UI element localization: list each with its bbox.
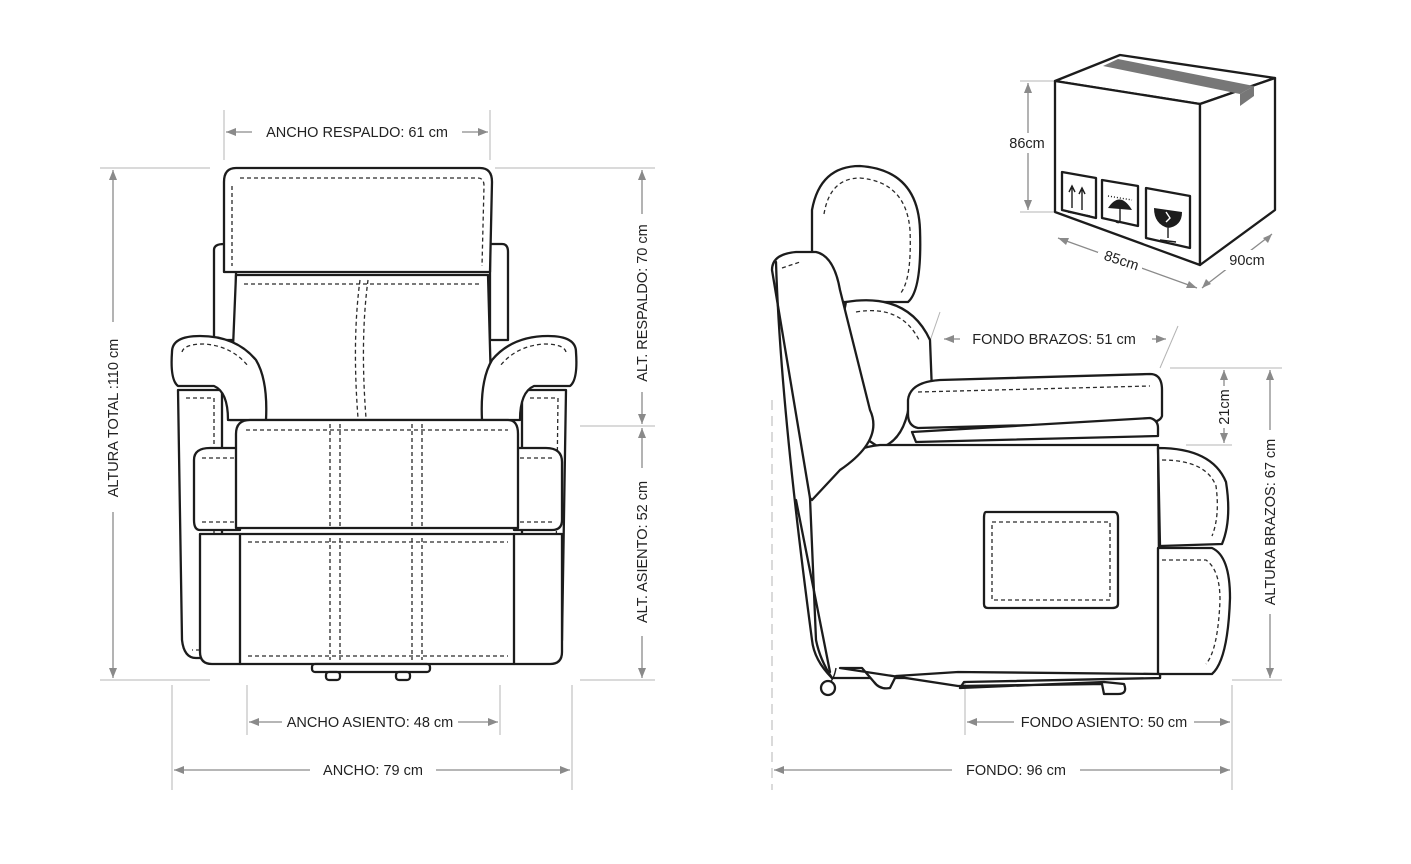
- packaging-box: [1020, 53, 1277, 289]
- this-way-up-icon: [1060, 170, 1098, 220]
- alt-respaldo-label: ALT. RESPALDO: 70 cm: [635, 224, 651, 381]
- altura-brazos-label: ALTURA BRAZOS: 67 cm: [1263, 439, 1279, 606]
- box-ancho-label: 90cm: [1229, 253, 1264, 269]
- tape: [1103, 59, 1254, 94]
- fondo-asiento-label: FONDO ASIENTO: 50 cm: [1021, 715, 1188, 731]
- keep-dry-icon: [1100, 178, 1140, 228]
- ancho-respaldo-label: ANCHO RESPALDO: 61 cm: [266, 125, 448, 141]
- altura-total-label: ALTURA TOTAL :110 cm: [106, 339, 122, 497]
- front-view-chair: [170, 166, 578, 682]
- labels: ANCHO RESPALDO: 61 cm ALTURA TOTAL :110 …: [103, 122, 1280, 780]
- brazo-alto-label: 21cm: [1217, 389, 1233, 424]
- fragile-icon: [1144, 186, 1192, 250]
- ancho-label: ANCHO: 79 cm: [323, 763, 423, 779]
- ancho-asiento-label: ANCHO ASIENTO: 48 cm: [287, 715, 454, 731]
- fondo-brazos-label: FONDO BRAZOS: 51 cm: [972, 332, 1136, 348]
- side-view-chair: [770, 164, 1232, 697]
- alt-asiento-label: ALT. ASIENTO: 52 cm: [635, 481, 651, 623]
- fondo-label: FONDO: 96 cm: [966, 763, 1066, 779]
- box-alto-label: 86cm: [1009, 136, 1044, 152]
